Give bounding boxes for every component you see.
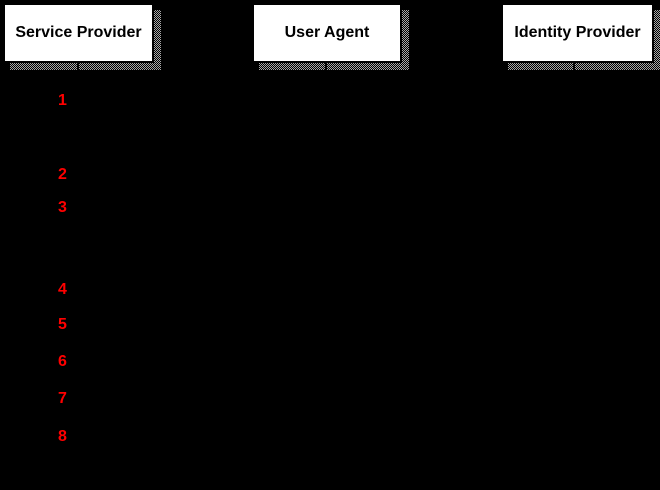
- step-number-8: 8: [58, 428, 67, 445]
- step-number-3: 3: [58, 199, 67, 216]
- step-number-1: 1: [58, 92, 67, 109]
- step-number-4: 4: [58, 281, 67, 298]
- lifeline-identity-provider: [573, 61, 575, 490]
- actor-label-identity-provider: Identity Provider: [514, 24, 641, 41]
- actor-box-service-provider: Service Provider: [3, 3, 154, 63]
- actor-label-service-provider: Service Provider: [15, 24, 142, 41]
- actor-box-identity-provider: Identity Provider: [501, 3, 654, 63]
- actor-box-user-agent: User Agent: [252, 3, 402, 63]
- step-number-2: 2: [58, 166, 67, 183]
- actor-label-user-agent: User Agent: [284, 24, 370, 41]
- lifeline-service-provider: [77, 61, 79, 490]
- step-number-6: 6: [58, 353, 67, 370]
- step-number-7: 7: [58, 390, 67, 407]
- step-number-5: 5: [58, 316, 67, 333]
- lifeline-user-agent: [325, 61, 327, 490]
